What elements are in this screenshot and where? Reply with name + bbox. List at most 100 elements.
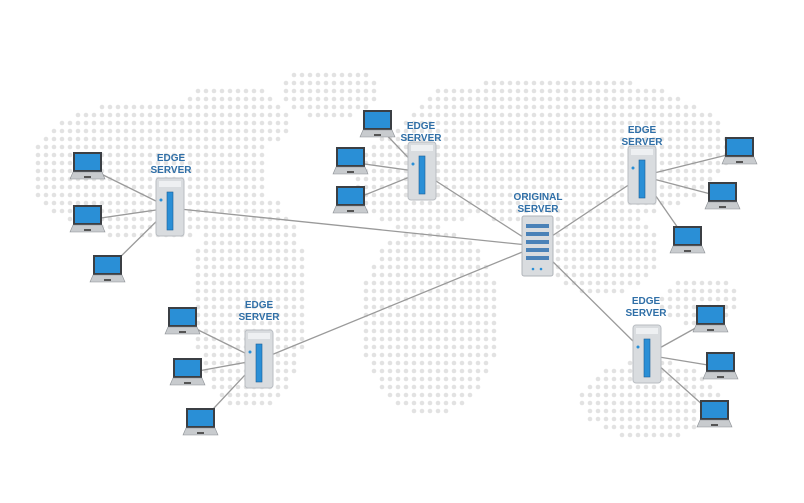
map-dot xyxy=(403,144,409,150)
map-dot xyxy=(243,224,249,230)
map-dot xyxy=(187,112,193,118)
map-dot xyxy=(691,192,697,198)
map-dot xyxy=(435,384,441,390)
map-dot xyxy=(579,176,585,182)
map-dot xyxy=(147,176,153,182)
map-dot xyxy=(707,144,713,150)
map-dot xyxy=(507,168,513,174)
map-dot xyxy=(683,424,689,430)
map-dot xyxy=(619,416,625,422)
map-dot xyxy=(155,144,161,150)
map-dot xyxy=(91,128,97,134)
map-dot xyxy=(659,120,665,126)
map-dot xyxy=(203,360,209,366)
map-dot xyxy=(699,288,705,294)
map-dot xyxy=(219,344,225,350)
map-dot xyxy=(459,392,465,398)
map-dot xyxy=(363,96,369,102)
map-dot xyxy=(643,88,649,94)
map-dot xyxy=(627,96,633,102)
map-dot xyxy=(643,256,649,262)
map-dot xyxy=(491,80,497,86)
map-dot xyxy=(699,112,705,118)
map-dot xyxy=(459,88,465,94)
map-dot xyxy=(627,432,633,438)
map-dot xyxy=(619,104,625,110)
map-dot xyxy=(419,376,425,382)
map-dot xyxy=(507,160,513,166)
map-dot xyxy=(235,136,241,142)
map-dot xyxy=(75,200,81,206)
map-dot xyxy=(75,112,81,118)
map-dot xyxy=(259,264,265,270)
map-dot xyxy=(259,200,265,206)
map-dot xyxy=(443,256,449,262)
map-dot xyxy=(579,136,585,142)
map-dot xyxy=(99,104,105,110)
map-dot xyxy=(51,144,57,150)
map-dot xyxy=(291,296,297,302)
map-dot xyxy=(651,112,657,118)
map-dot xyxy=(443,200,449,206)
map-dot xyxy=(371,96,377,102)
map-dot xyxy=(267,112,273,118)
map-dot xyxy=(627,248,633,254)
map-dot xyxy=(259,224,265,230)
map-dot xyxy=(715,392,721,398)
map-dot xyxy=(91,184,97,190)
map-dot xyxy=(507,144,513,150)
map-dot xyxy=(635,384,641,390)
map-dot xyxy=(635,432,641,438)
map-dot xyxy=(395,256,401,262)
map-dot xyxy=(355,88,361,94)
edge-southeast-label-line2: SERVER xyxy=(626,308,668,319)
map-dot xyxy=(627,136,633,142)
map-dot xyxy=(691,320,697,326)
map-dot xyxy=(395,312,401,318)
map-dot xyxy=(499,168,505,174)
map-dot xyxy=(51,128,57,134)
map-dot xyxy=(435,248,441,254)
map-dot xyxy=(459,152,465,158)
map-dot xyxy=(451,328,457,334)
map-dot xyxy=(163,152,169,158)
map-dot xyxy=(619,376,625,382)
map-dot xyxy=(387,216,393,222)
map-dot xyxy=(219,360,225,366)
map-dot xyxy=(387,192,393,198)
map-dot xyxy=(243,272,249,278)
map-dot xyxy=(267,256,273,262)
map-dot xyxy=(363,320,369,326)
map-dot xyxy=(579,192,585,198)
map-dot xyxy=(491,296,497,302)
map-dot xyxy=(59,176,65,182)
map-dot xyxy=(203,176,209,182)
map-dot xyxy=(315,96,321,102)
map-dot xyxy=(571,184,577,190)
map-dot xyxy=(67,208,73,214)
map-dot xyxy=(235,312,241,318)
map-dot xyxy=(515,216,521,222)
map-dot xyxy=(387,168,393,174)
map-dot xyxy=(211,168,217,174)
map-dot xyxy=(643,128,649,134)
edge-west-label-line2: SERVER xyxy=(151,165,193,176)
map-dot xyxy=(387,144,393,150)
map-dot xyxy=(235,296,241,302)
map-dot xyxy=(259,104,265,110)
map-dot xyxy=(483,128,489,134)
map-dot xyxy=(579,208,585,214)
map-dot xyxy=(283,360,289,366)
map-dot xyxy=(699,176,705,182)
map-dot xyxy=(539,120,545,126)
map-dot xyxy=(219,328,225,334)
map-dot xyxy=(347,88,353,94)
map-dot xyxy=(459,112,465,118)
map-dot xyxy=(587,192,593,198)
map-dot xyxy=(627,104,633,110)
map-dot xyxy=(475,88,481,94)
map-dot xyxy=(435,88,441,94)
map-dot xyxy=(523,96,529,102)
map-dot xyxy=(547,168,553,174)
map-dot xyxy=(603,200,609,206)
